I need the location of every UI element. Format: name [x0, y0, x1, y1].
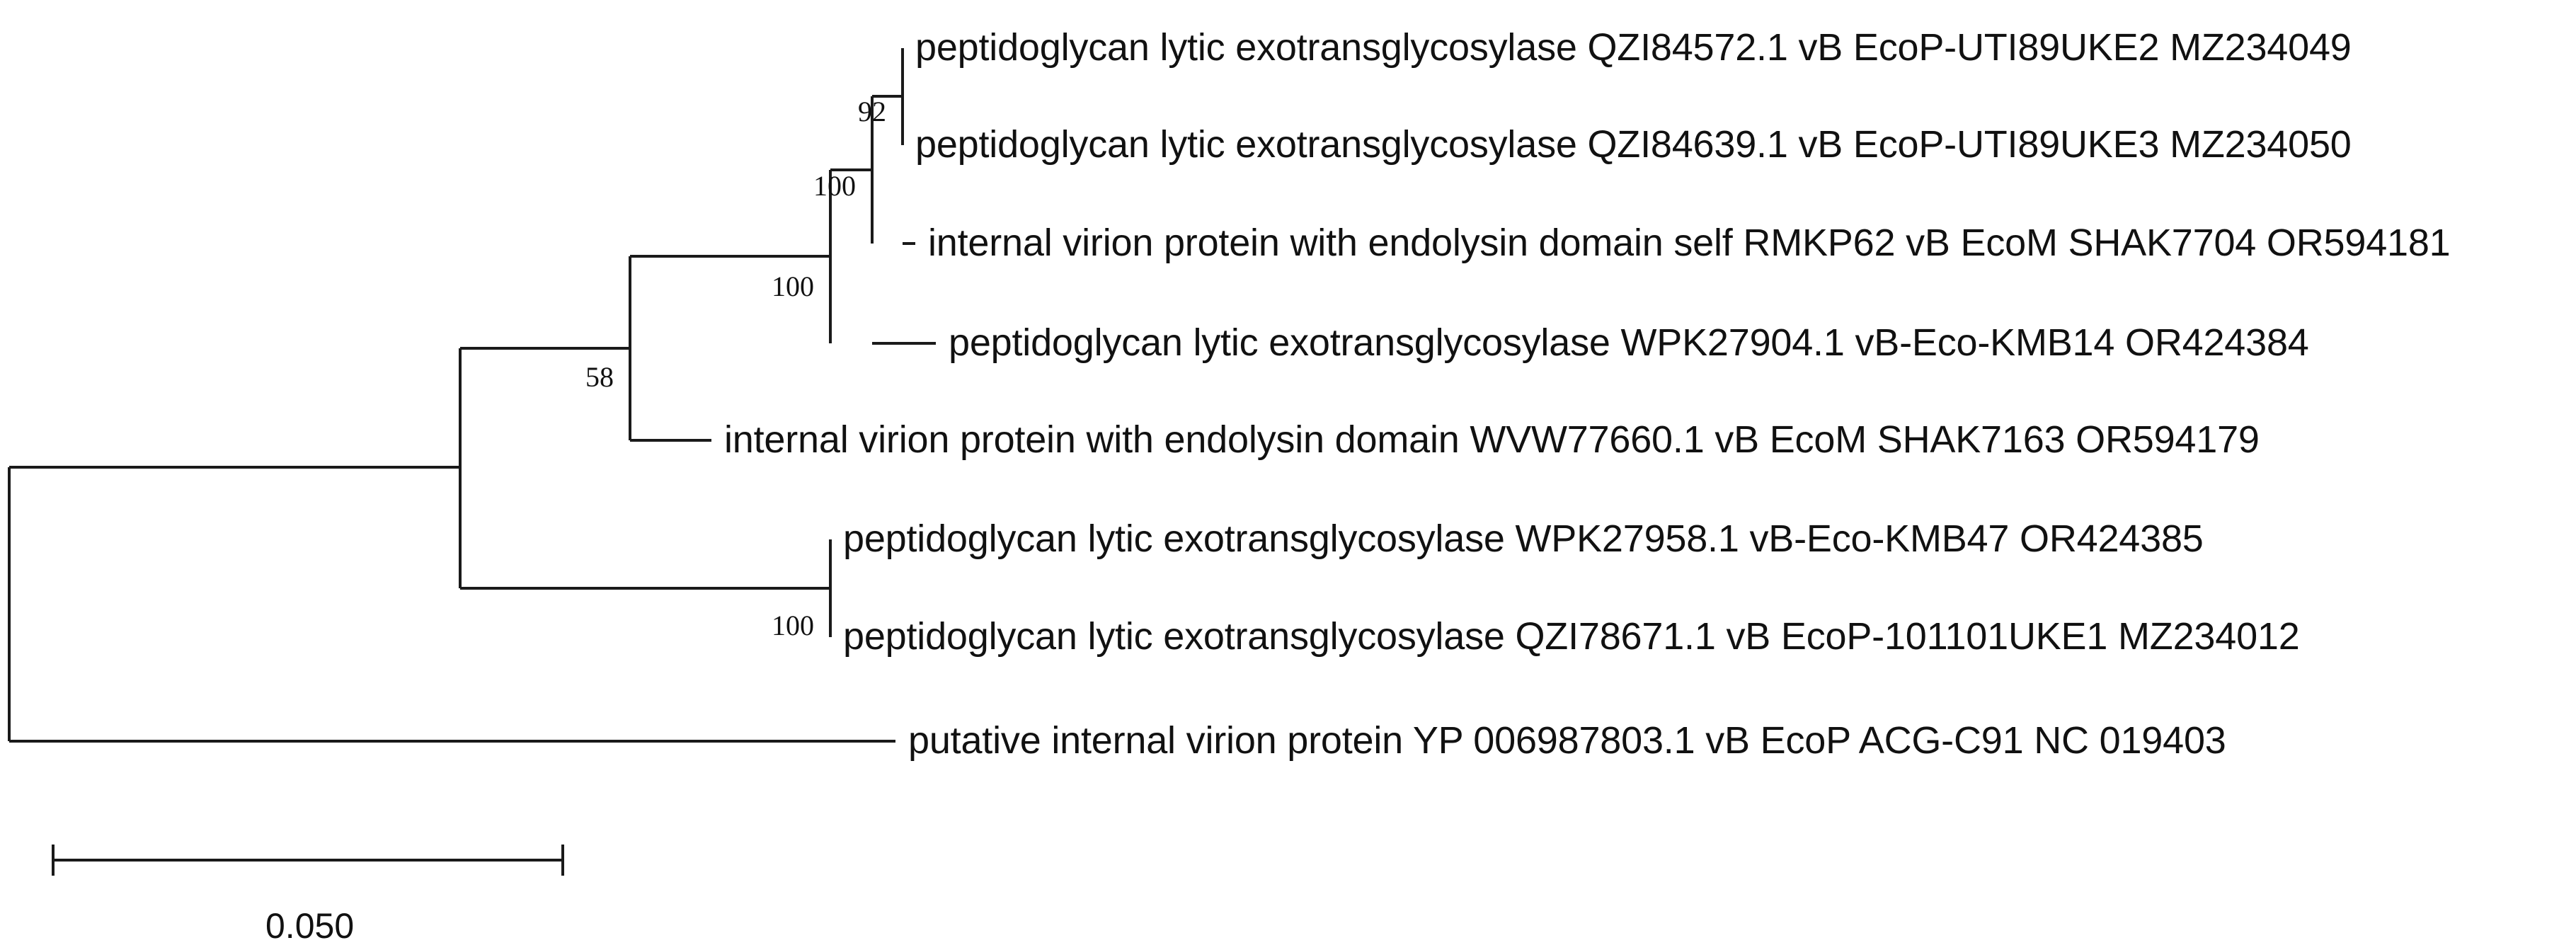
- bootstrap-value: 100: [772, 270, 814, 302]
- bootstrap-value: 58: [585, 361, 614, 393]
- tip-label: peptidoglycan lytic exotransglycosylase …: [915, 26, 2352, 69]
- scale-bar-group: [52, 845, 564, 876]
- bootstrap-value: 92: [858, 96, 886, 127]
- tip-label: peptidoglycan lytic exotransglycosylase …: [949, 321, 2309, 364]
- bootstrap-value: 100: [772, 610, 814, 641]
- scale-bar-label: 0.050: [265, 906, 355, 946]
- tip-label: peptidoglycan lytic exotransglycosylase …: [843, 517, 2204, 560]
- tip-label: peptidoglycan lytic exotransglycosylase …: [843, 615, 2300, 658]
- tip-label: putative internal virion protein YP 0069…: [908, 719, 2226, 762]
- tip-label: internal virion protein with endolysin d…: [928, 222, 2451, 264]
- tip-label: peptidoglycan lytic exotransglycosylase …: [915, 123, 2352, 166]
- bootstrap-value: 100: [813, 170, 856, 202]
- branch-group: [8, 48, 936, 743]
- tip-label: internal virion protein with endolysin d…: [724, 418, 2260, 461]
